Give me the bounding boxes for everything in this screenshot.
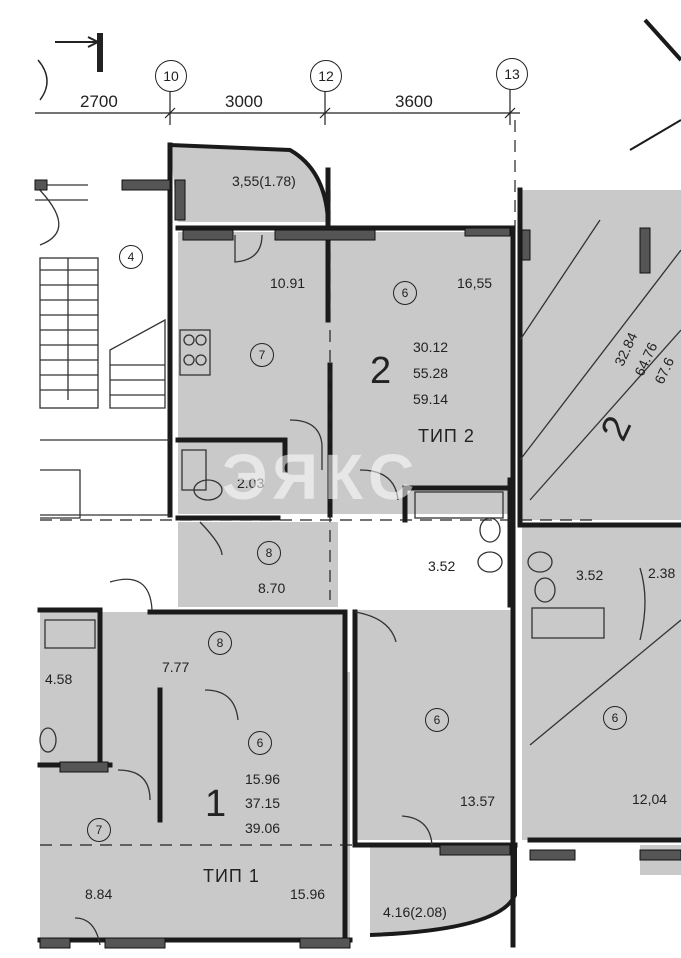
room-marker-apt1: 6	[248, 731, 272, 755]
hatched-walls	[34, 179, 681, 949]
apartment-1-total-area: 37.15	[245, 795, 281, 811]
thin-lines	[34, 184, 681, 946]
kitchen-marker-apt1: 7	[87, 818, 111, 842]
kitchen-area-label: 10.91	[270, 275, 306, 291]
axis-marker-10: 10	[155, 60, 187, 92]
dimension-label-2: 3000	[225, 92, 263, 111]
room-marker-apt3: 6	[425, 708, 449, 732]
stair-marker: 4	[119, 245, 143, 269]
apartment-1-living-area: 15.96	[245, 771, 281, 787]
dimension-line	[35, 85, 520, 125]
bath-area-label-right: 3.52	[576, 567, 604, 583]
apartment-2-total-with-balcony: 59.14	[413, 391, 449, 407]
hall-marker: 8	[257, 541, 281, 565]
room-area-label: 16,55	[457, 275, 493, 291]
balcony-area-label-apt3: 4.16(2.08)	[383, 904, 447, 920]
apartment-2-type-label: ТИП 2	[418, 426, 475, 446]
dimension-label-1: 2700	[80, 92, 118, 111]
hall-area-label: 8.70	[258, 580, 286, 596]
room-marker-right: 6	[603, 706, 627, 730]
hall-area-label-apt1: 7.77	[162, 659, 190, 675]
balcony-area-label: 3,55(1.78)	[232, 173, 296, 189]
north-arrow	[37, 33, 103, 101]
room-fills	[40, 145, 681, 942]
room-area-label-apt3: 13.57	[460, 793, 496, 809]
balcony-outlines	[169, 18, 681, 937]
wc-area-label-right: 2.38	[648, 565, 676, 581]
dimension-label-3: 3600	[395, 92, 433, 111]
apartment-1-type-label: ТИП 1	[203, 866, 260, 886]
kitchen-area-label-apt1: 8.84	[85, 886, 113, 902]
apartment-number-2: 2	[370, 350, 392, 392]
apartment-2-living-area: 30.12	[413, 339, 449, 355]
hall-marker-apt1: 8	[208, 631, 232, 655]
room-marker: 6	[393, 281, 417, 305]
apartment-1-total-with-balcony: 39.06	[245, 820, 281, 836]
axis-lines	[40, 120, 600, 846]
bath-area-label: 4.58	[45, 671, 73, 687]
bathroom-area-label: 3.52	[428, 558, 456, 574]
axis-marker-12: 12	[310, 60, 342, 92]
room-area-label-right: 12,04	[632, 791, 668, 807]
axis-marker-13: 13	[496, 58, 528, 90]
wc-area-label: 2.03	[237, 475, 265, 491]
kitchen-marker: 7	[250, 343, 274, 367]
apartment-2-total-area: 55.28	[413, 365, 449, 381]
apartment-number-1: 1	[205, 783, 227, 825]
watermark: ЭЯКС	[222, 441, 421, 513]
room-area-label-apt1: 15.96	[290, 886, 326, 902]
